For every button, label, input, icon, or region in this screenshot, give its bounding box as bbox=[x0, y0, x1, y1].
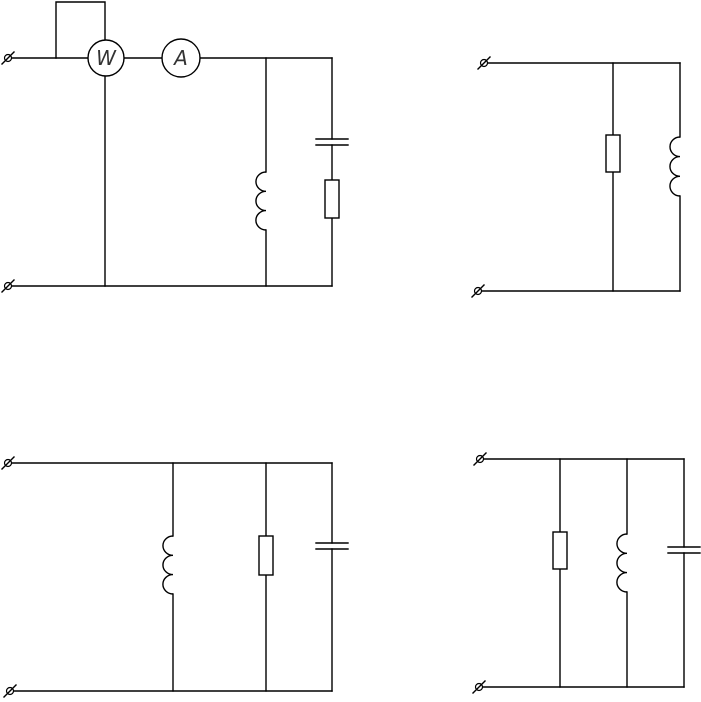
resistor-2 bbox=[605, 134, 621, 173]
terminal-4-top bbox=[473, 452, 487, 466]
circuit-1-wires bbox=[7, 1, 333, 287]
capacitor-1 bbox=[315, 138, 349, 146]
terminal-1-top bbox=[1, 51, 15, 65]
terminal-3-bottom bbox=[3, 684, 17, 698]
terminal-3-top bbox=[1, 456, 15, 470]
terminal-2-top bbox=[477, 56, 491, 70]
ammeter: A bbox=[161, 38, 201, 78]
inductor-4 bbox=[616, 533, 628, 593]
circuit-3-wires bbox=[7, 462, 333, 692]
capacitor-3 bbox=[315, 542, 349, 550]
circuit-4 bbox=[472, 452, 701, 694]
circuit-3 bbox=[1, 456, 349, 698]
inductor-1 bbox=[255, 171, 267, 231]
inductor-2 bbox=[669, 136, 681, 197]
resistor-4 bbox=[552, 531, 568, 570]
wattmeter: W bbox=[87, 39, 125, 77]
circuit-4-wires bbox=[478, 458, 685, 688]
circuit-2 bbox=[471, 56, 681, 298]
circuit-1: W A bbox=[1, 1, 349, 293]
resistor-1 bbox=[324, 179, 340, 219]
circuit-2-wires bbox=[477, 62, 681, 292]
terminal-1-bottom bbox=[1, 279, 15, 293]
terminal-4-bottom bbox=[472, 680, 486, 694]
inductor-3 bbox=[162, 535, 174, 595]
terminal-2-bottom bbox=[471, 284, 485, 298]
ammeter-label: A bbox=[172, 46, 188, 70]
capacitor-4 bbox=[667, 546, 701, 554]
resistor-3 bbox=[258, 535, 274, 576]
wattmeter-label: W bbox=[96, 46, 117, 70]
